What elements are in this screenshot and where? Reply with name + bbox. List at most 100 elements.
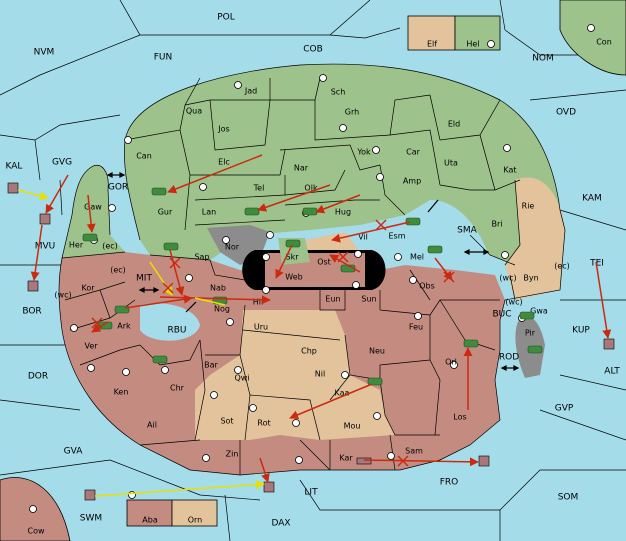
province-kar[interactable]: Kar <box>339 454 353 463</box>
province-byn[interactable]: Byn <box>523 274 538 283</box>
province-elc[interactable]: Elc <box>218 158 230 167</box>
province-sot[interactable]: Sot <box>220 417 233 426</box>
province-nab[interactable]: Nab <box>210 284 226 293</box>
province-yok[interactable]: Yok <box>356 148 371 157</box>
sea-region-pol[interactable]: POL <box>217 13 235 23</box>
province-uru[interactable]: Uru <box>254 323 268 332</box>
sea-region-nom[interactable]: NOM <box>532 54 554 64</box>
sea-region-swm[interactable]: SWM <box>80 514 102 524</box>
sea-region-gvp[interactable]: GVP <box>555 404 574 414</box>
sea-region-kup[interactable]: KUP <box>572 326 590 336</box>
province-skr[interactable]: Skr <box>286 253 300 262</box>
province-gaw[interactable]: Gaw <box>84 203 102 212</box>
sea-region-fro[interactable]: FRO <box>440 478 459 488</box>
sea-region-nvm[interactable]: NVM <box>34 48 55 58</box>
province-qua[interactable]: Qua <box>186 107 202 116</box>
province-los[interactable]: Los <box>453 413 466 422</box>
province-kat[interactable]: Kat <box>503 166 516 175</box>
sea-region-mvu[interactable]: MVU <box>35 242 56 252</box>
sea-region-mit[interactable]: MIT <box>136 274 152 284</box>
province-amp[interactable]: Amp <box>403 177 421 186</box>
province-jos[interactable]: Jos <box>217 125 229 134</box>
province-eld[interactable]: Eld <box>448 120 460 129</box>
province-zin[interactable]: Zin <box>226 450 239 459</box>
province-qwi[interactable]: Qwi <box>234 374 249 383</box>
province-orl[interactable]: Orl <box>445 358 457 367</box>
province-wc[interactable]: (wc) <box>54 291 71 300</box>
province-can[interactable]: Can <box>136 152 152 161</box>
province-chp[interactable]: Chp <box>301 347 317 356</box>
province-rie[interactable]: Rie <box>522 202 535 211</box>
sea-region-gvg[interactable]: GVG <box>52 158 72 168</box>
sea-region-ovd[interactable]: OVD <box>556 108 576 118</box>
province-tel[interactable]: Tel <box>253 184 265 193</box>
province-ail[interactable]: Ail <box>147 421 157 430</box>
province-sam[interactable]: Sam <box>405 447 423 456</box>
province-kaa[interactable]: Kaa <box>335 389 350 398</box>
province-hug[interactable]: Hug <box>335 208 351 217</box>
sea-region-kam[interactable]: KAM <box>582 194 602 204</box>
province-feu[interactable]: Feu <box>409 323 423 332</box>
province-nar[interactable]: Nar <box>294 164 309 173</box>
province-bri[interactable]: Bri <box>492 220 503 229</box>
province-ec[interactable]: (ec) <box>554 262 570 271</box>
sea-region-fun[interactable]: FUN <box>154 53 173 63</box>
province-wc[interactable]: (wc) <box>499 274 516 283</box>
province-wc[interactable]: (wc) <box>505 298 522 307</box>
province-rot[interactable]: Rot <box>257 419 270 428</box>
sea-region-buc[interactable]: BUC <box>492 310 511 320</box>
province-gwa[interactable]: Gwa <box>530 307 548 316</box>
province-obs[interactable]: Obs <box>419 282 435 291</box>
province-her[interactable]: Her <box>69 241 84 250</box>
province-olk[interactable]: Olk <box>304 184 318 193</box>
sea-region-gor[interactable]: GOR <box>108 183 128 193</box>
province-gur[interactable]: Gur <box>158 208 173 217</box>
province-chr[interactable]: Chr <box>170 384 185 393</box>
province-orn[interactable]: Orn <box>188 516 203 525</box>
province-web[interactable]: Web <box>285 273 302 282</box>
province-hil[interactable]: Hil <box>253 298 263 307</box>
province-grh[interactable]: Grh <box>345 108 359 117</box>
sea-region-som[interactable]: SOM <box>558 493 579 503</box>
province-ark[interactable]: Ark <box>117 322 131 331</box>
province-mel[interactable]: Mel <box>410 253 424 262</box>
province-lan[interactable]: Lan <box>202 208 216 217</box>
province-bar[interactable]: Bar <box>204 361 218 370</box>
province-car[interactable]: Car <box>406 148 420 157</box>
province-vil[interactable]: Vil <box>358 233 368 242</box>
province-ec[interactable]: (ec) <box>102 242 118 251</box>
province-sch[interactable]: Sch <box>331 88 346 97</box>
province-uta[interactable]: Uta <box>444 159 458 168</box>
province-ver[interactable]: Ver <box>84 342 98 351</box>
province-nor[interactable]: Nor <box>225 243 240 252</box>
sea-region-lit[interactable]: LIT <box>304 488 318 498</box>
sea-region-kal[interactable]: KAL <box>6 162 23 172</box>
sea-region-rbu[interactable]: RBU <box>167 326 186 336</box>
sea-region-bor[interactable]: BOR <box>22 307 41 317</box>
sea-region-dor[interactable]: DOR <box>28 372 48 382</box>
province-pir[interactable]: Pir <box>525 329 536 338</box>
sea-region-cob[interactable]: COB <box>303 45 323 55</box>
province-ost[interactable]: Ost <box>317 258 331 267</box>
province-ken[interactable]: Ken <box>114 388 129 397</box>
sea-region-dax[interactable]: DAX <box>271 519 290 529</box>
province-jad[interactable]: Jad <box>244 87 257 96</box>
province-elf[interactable]: Elf <box>427 40 437 49</box>
province-mou[interactable]: Mou <box>344 422 361 431</box>
province-hel[interactable]: Hel <box>466 40 479 49</box>
province-esm[interactable]: Esm <box>388 232 405 241</box>
province-neu[interactable]: Neu <box>369 347 385 356</box>
sea-region-rod[interactable]: ROD <box>499 353 519 363</box>
province-cow[interactable]: Cow <box>27 527 44 536</box>
province-eun[interactable]: Eun <box>325 295 340 304</box>
province-nog[interactable]: Nog <box>214 305 230 314</box>
province-nil[interactable]: Nil <box>315 370 325 379</box>
province-con[interactable]: Con <box>596 38 612 47</box>
province-ec[interactable]: (ec) <box>110 266 126 275</box>
province-sap[interactable]: Sap <box>194 253 209 262</box>
province-sun[interactable]: Sun <box>361 295 376 304</box>
sea-region-gva[interactable]: GVA <box>64 447 84 457</box>
sea-region-sma[interactable]: SMA <box>457 226 477 236</box>
sea-region-alt[interactable]: ALT <box>604 367 620 377</box>
